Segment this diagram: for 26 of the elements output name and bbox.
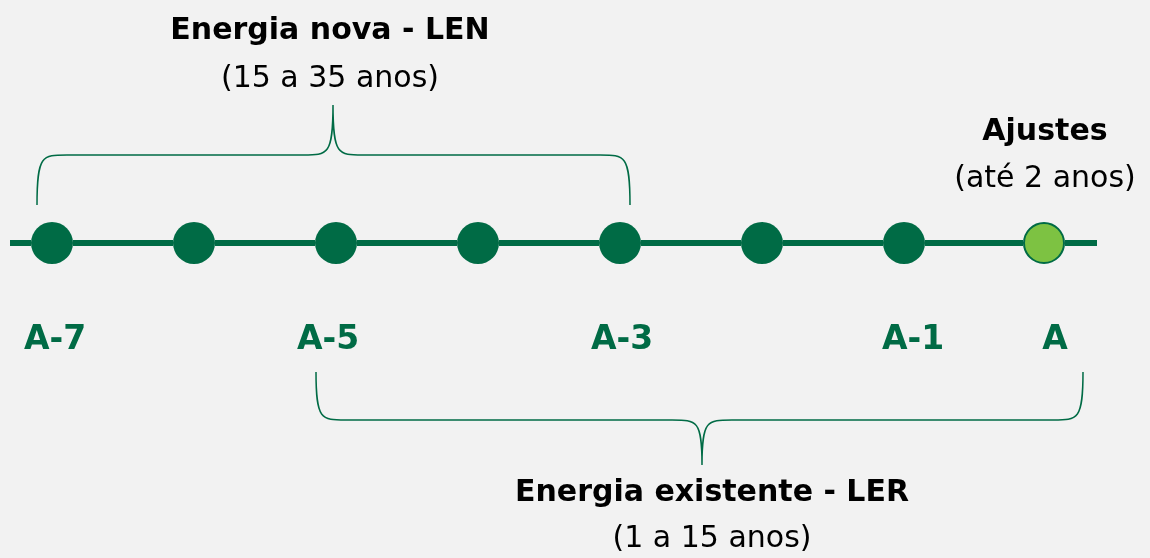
heading: Energia existente - LER <box>514 474 910 507</box>
year-label: A-5 <box>296 320 360 357</box>
timeline-segment <box>215 240 315 246</box>
timeline-dot <box>315 222 357 264</box>
heading: Ajustes <box>982 113 1108 146</box>
timeline-segment <box>73 240 173 246</box>
timeline-dot <box>883 222 925 264</box>
subheading: (até 2 anos) <box>954 160 1136 193</box>
year-label: A <box>1042 320 1068 357</box>
subheading: (1 a 15 anos) <box>612 520 812 553</box>
timeline-segment <box>357 240 457 246</box>
heading: Energia nova - LEN <box>170 12 490 45</box>
timeline-dot <box>741 222 783 264</box>
current-year-dot <box>1023 222 1065 264</box>
timeline-dot <box>457 222 499 264</box>
year-label: A-7 <box>23 320 87 357</box>
timeline-segment <box>783 240 883 246</box>
year-label: A-3 <box>590 320 654 357</box>
timeline-dot <box>173 222 215 264</box>
year-label: A-1 <box>881 320 945 357</box>
timeline-dot <box>599 222 641 264</box>
timeline-dot <box>31 222 73 264</box>
subheading: (15 a 35 anos) <box>220 60 440 93</box>
timeline-segment <box>925 240 1023 246</box>
timeline-segment <box>641 240 741 246</box>
timeline-segment <box>499 240 599 246</box>
